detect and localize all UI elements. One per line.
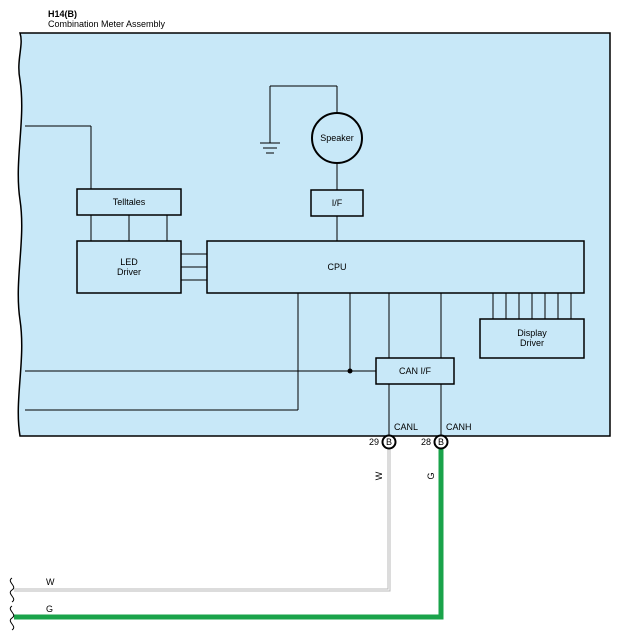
- assembly-title: Combination Meter Assembly: [48, 19, 166, 29]
- assembly-panel: [17, 32, 611, 437]
- connector-code: H14(B): [48, 9, 77, 19]
- wire-code-white-vertical: W: [374, 471, 384, 480]
- canl-label: CANL: [394, 422, 418, 432]
- wire-break-symbol-2: [9, 605, 15, 631]
- display-driver-label-1: Display: [517, 328, 547, 338]
- wire-code-green-vertical: G: [426, 472, 436, 479]
- display-driver-label-2: Driver: [520, 338, 544, 348]
- if-label: I/F: [332, 198, 343, 208]
- display-driver-box: [479, 318, 585, 359]
- speaker-label: Speaker: [320, 133, 354, 143]
- pin28-letter: B: [438, 437, 444, 447]
- can-if-label: CAN I/F: [399, 366, 432, 376]
- if-box: [310, 189, 364, 217]
- led-driver-label-2: Driver: [117, 267, 141, 277]
- led-driver-box: [76, 240, 182, 294]
- can-if-box: [375, 357, 455, 385]
- telltales-label: Telltales: [113, 197, 146, 207]
- ground-symbol: [260, 85, 338, 154]
- canh-label: CANH: [446, 422, 472, 432]
- led-driver-label-1: LED: [120, 257, 138, 267]
- cpu-box: [206, 240, 585, 294]
- pin29-letter: B: [386, 437, 392, 447]
- display-bus: [492, 293, 572, 319]
- pin28-terminal: [433, 434, 449, 450]
- pin28-number: 28: [421, 437, 431, 447]
- wire-code-green-horizontal: G: [46, 604, 53, 614]
- pin29-number: 29: [369, 437, 379, 447]
- wire-white: [14, 449, 391, 592]
- wire-code-white-horizontal: W: [46, 577, 55, 587]
- wire-green: [14, 449, 444, 620]
- cpu-label: CPU: [327, 262, 346, 272]
- pin29-terminal: [381, 434, 397, 450]
- wire-break-symbol-1: [9, 577, 15, 603]
- wire-white-inner: [14, 449, 390, 591]
- junction-dot: [347, 368, 353, 374]
